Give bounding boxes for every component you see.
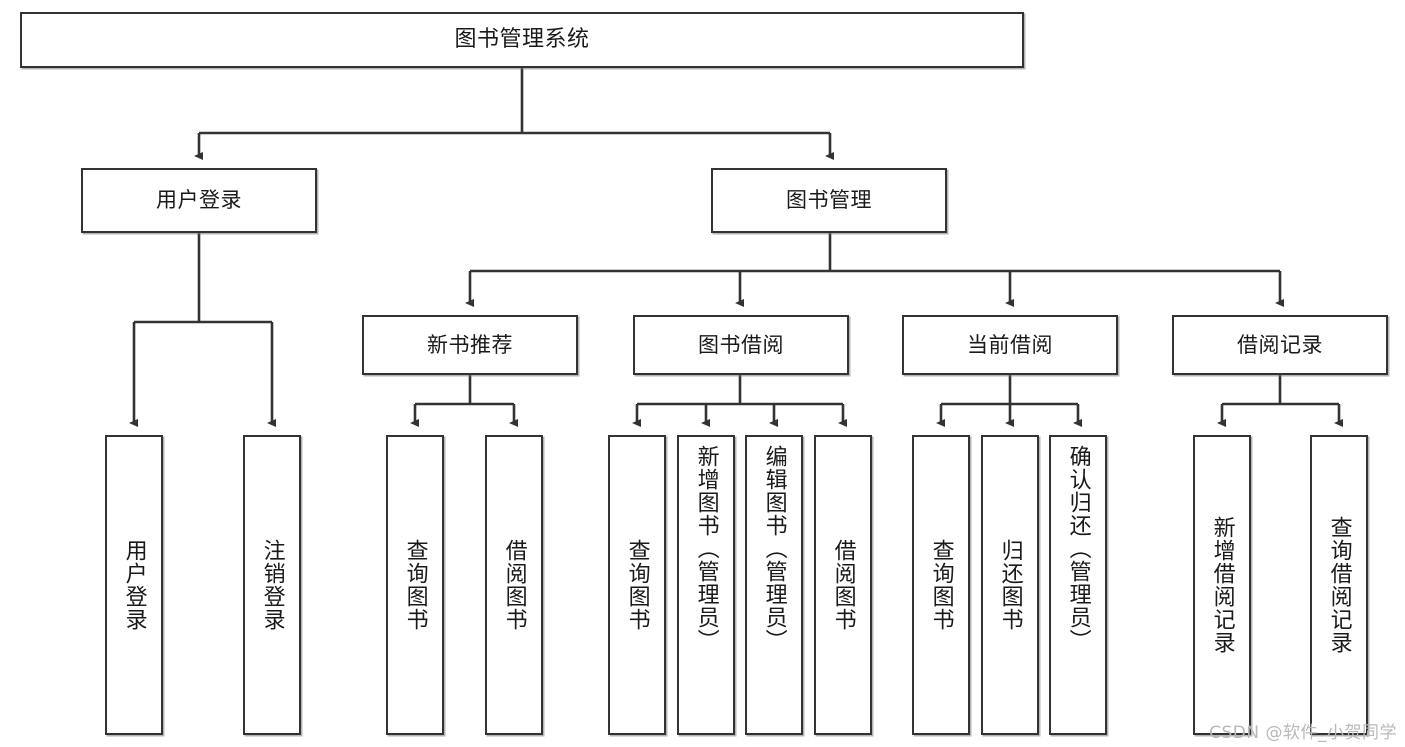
node-leaf-add-book-admin[interactable]: 新增图书（管理员） xyxy=(677,435,735,735)
watermark-text: CSDN @软件_小贺同学 xyxy=(1209,723,1397,743)
node-book-management[interactable]: 图书管理 xyxy=(711,168,947,233)
node-leaf-borrow-book-recommend[interactable]: 借阅图书 xyxy=(485,435,543,735)
node-label: 用户登录 xyxy=(121,539,147,631)
node-label: 用户登录 xyxy=(156,188,242,213)
node-label: 查询图书 xyxy=(402,539,428,631)
node-label: 编辑图书（管理员） xyxy=(761,445,787,652)
node-label: 查询图书 xyxy=(928,539,954,631)
node-label: 图书管理系统 xyxy=(454,27,590,53)
node-label: 图书借阅 xyxy=(698,332,784,357)
node-leaf-return-book[interactable]: 归还图书 xyxy=(981,435,1039,735)
node-label: 图书管理 xyxy=(786,188,872,213)
node-label: 注销登录 xyxy=(259,539,285,631)
node-leaf-borrow-book[interactable]: 借阅图书 xyxy=(814,435,872,735)
node-label: 借阅图书 xyxy=(501,539,527,631)
node-label: 借阅图书 xyxy=(830,539,856,631)
node-label: 新增图书（管理员） xyxy=(693,445,719,652)
node-root-library-management-system[interactable]: 图书管理系统 xyxy=(20,12,1024,68)
node-user-login[interactable]: 用户登录 xyxy=(81,168,317,233)
node-label: 查询借阅记录 xyxy=(1326,516,1352,654)
node-leaf-query-borrow-record[interactable]: 查询借阅记录 xyxy=(1310,435,1368,735)
node-label: 归还图书 xyxy=(997,539,1023,631)
node-label: 借阅记录 xyxy=(1237,332,1323,357)
node-label: 当前借阅 xyxy=(967,332,1053,357)
node-leaf-user-login[interactable]: 用户登录 xyxy=(105,435,163,735)
node-label: 确认归还（管理员） xyxy=(1065,445,1091,652)
node-leaf-query-book-recommend[interactable]: 查询图书 xyxy=(386,435,444,735)
node-book-borrowing[interactable]: 图书借阅 xyxy=(633,315,849,375)
node-label: 新书推荐 xyxy=(427,332,513,357)
node-leaf-query-book-current[interactable]: 查询图书 xyxy=(912,435,970,735)
node-current-borrowing[interactable]: 当前借阅 xyxy=(902,315,1118,375)
node-leaf-add-borrow-record[interactable]: 新增借阅记录 xyxy=(1193,435,1251,735)
node-leaf-query-book-borrow[interactable]: 查询图书 xyxy=(608,435,666,735)
node-new-book-recommendation[interactable]: 新书推荐 xyxy=(362,315,578,375)
node-leaf-logout[interactable]: 注销登录 xyxy=(243,435,301,735)
node-label: 新增借阅记录 xyxy=(1209,516,1235,654)
node-borrowing-record[interactable]: 借阅记录 xyxy=(1172,315,1388,375)
node-leaf-confirm-return-admin[interactable]: 确认归还（管理员） xyxy=(1049,435,1107,735)
node-label: 查询图书 xyxy=(624,539,650,631)
node-leaf-edit-book-admin[interactable]: 编辑图书（管理员） xyxy=(745,435,803,735)
